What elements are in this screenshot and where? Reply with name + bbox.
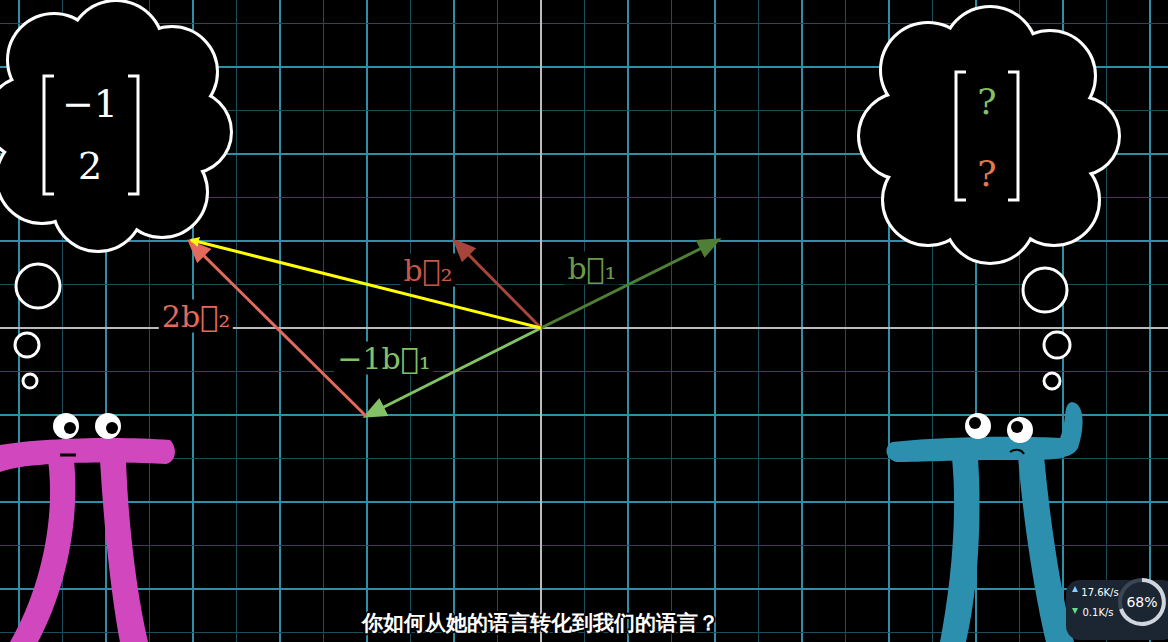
grid-line: [0, 545, 1168, 546]
matrix-entry: −1: [62, 85, 118, 123]
pi-creature-pink: [0, 413, 175, 642]
matrix-bracket: [956, 72, 1018, 200]
vector-b2: [455, 241, 541, 328]
network-widget: [1066, 580, 1168, 640]
matrix-entry: 2: [78, 147, 102, 185]
vector-label: 2b⃗₂: [159, 300, 233, 333]
grid-line: [0, 588, 1168, 590]
download-speed: 0.1K/s: [1082, 607, 1113, 618]
upload-speed: 17.6K/s: [1081, 587, 1118, 598]
grid-line: [0, 371, 1168, 372]
grid-line: [0, 414, 1168, 416]
thought-dots: [15, 264, 1070, 389]
vector-sum: [191, 240, 541, 328]
thought-cloud: −1 2: [0, 0, 234, 240]
matrix-entry: ?: [977, 156, 996, 192]
subtitle: 你如何从她的语言转化到我们的语言？: [362, 612, 719, 635]
vector-label: b⃗₁: [564, 252, 619, 285]
matrix-entry: ?: [977, 84, 996, 120]
thought-cloud: ??: [858, 4, 1118, 250]
y-axis: [540, 0, 542, 642]
grid-line: [0, 501, 1168, 503]
cloud-outline: [858, 4, 1118, 250]
vector-b1: [541, 240, 718, 328]
matrix-bracket: [44, 76, 138, 194]
pi-creature-teal: [886, 402, 1082, 642]
battery-percent: 68%: [1126, 595, 1157, 610]
vector-label: −1b⃗₁: [334, 342, 433, 375]
vector-label: b⃗₂: [400, 254, 455, 287]
